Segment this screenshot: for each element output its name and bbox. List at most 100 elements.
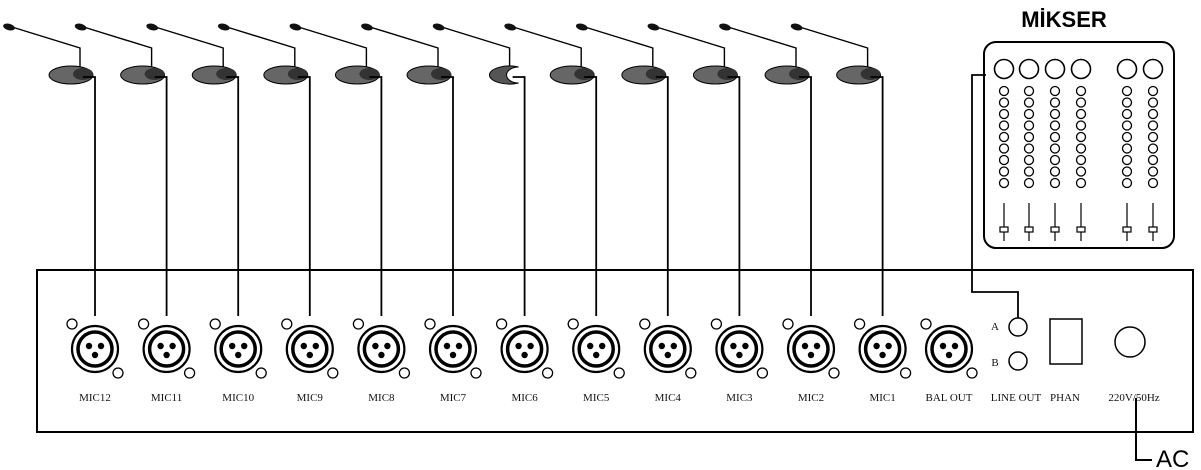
mixer-knob <box>998 143 1010 154</box>
mixer-knob <box>1049 85 1061 97</box>
mixer-input-jack <box>1142 58 1164 80</box>
mic-capsule <box>361 23 373 31</box>
xlr-pin <box>157 342 164 350</box>
xlr-pin <box>879 351 886 359</box>
xlr-pin <box>372 342 379 350</box>
xlr-screw <box>828 367 840 379</box>
mixer-knob <box>1075 131 1087 143</box>
xlr-screw <box>66 318 78 330</box>
xlr-connector <box>567 318 625 379</box>
xlr-screw <box>398 367 411 379</box>
xlr-screw <box>327 367 339 379</box>
bal-out-label: BAL OUT <box>926 392 973 404</box>
xlr-inner-ring <box>219 330 257 368</box>
xlr-pin <box>163 351 170 359</box>
mixer-knob <box>1075 97 1087 108</box>
xlr-connector <box>782 318 840 379</box>
mixer-knob <box>1049 177 1061 189</box>
mixer-input-jack <box>1070 58 1092 80</box>
mixer-knob <box>1147 85 1159 97</box>
xlr-connector-row <box>66 318 912 379</box>
xlr-connector <box>424 318 482 379</box>
mixer-input-jack <box>1116 58 1138 80</box>
xlr-connector <box>281 318 339 379</box>
mixer-knob <box>1049 166 1061 177</box>
mic-cable <box>297 76 311 316</box>
ac-label: AC <box>1156 446 1189 470</box>
mixer-knob <box>998 120 1010 131</box>
xlr-screw <box>567 318 579 330</box>
mixer-knob <box>1049 120 1061 131</box>
mixer-knob <box>1147 120 1159 131</box>
mixer-knob <box>1075 166 1087 177</box>
mic-label: MIC1 <box>869 392 895 404</box>
mixer-knob <box>1147 97 1159 108</box>
mic-cable <box>83 76 96 316</box>
mixer-fader-knob <box>1050 226 1060 233</box>
mixer-knob <box>1075 85 1087 97</box>
xlr-pin <box>384 342 391 350</box>
xlr-screw <box>209 318 221 330</box>
xlr-inner-ring <box>291 330 329 368</box>
xlr-pin <box>670 342 677 350</box>
mixer-knob <box>1147 154 1159 166</box>
microphone <box>432 23 519 85</box>
mic-cable <box>584 76 598 316</box>
xlr-pin <box>736 351 743 359</box>
line-out-a-jack <box>1008 317 1028 337</box>
xlr-pin <box>85 342 93 350</box>
mic-cable <box>655 76 669 316</box>
xlr-screw <box>613 367 625 379</box>
mixer-knob <box>1023 120 1035 131</box>
mic-capsule <box>504 23 517 31</box>
mic-gooseneck <box>512 26 582 67</box>
xlr-screw <box>112 367 124 379</box>
mixer-knob <box>998 166 1010 177</box>
xlr-pin <box>443 342 451 350</box>
mixer-fader-knob <box>1122 226 1132 233</box>
mic-cables <box>83 76 884 316</box>
xlr-screw <box>352 318 365 330</box>
xlr-pin <box>599 342 606 350</box>
xlr-pin <box>378 351 385 359</box>
mic-gooseneck <box>298 26 368 67</box>
mic-cable <box>369 76 383 316</box>
xlr-pin <box>873 342 880 350</box>
xlr-pin <box>241 342 248 350</box>
microphone <box>74 23 166 85</box>
xlr-pin <box>527 342 534 350</box>
mixer-knob <box>1121 85 1133 97</box>
mic-base-top <box>789 68 809 80</box>
xlr-screw <box>853 318 866 330</box>
mixer-knob <box>998 85 1010 97</box>
mic-cable <box>727 76 741 316</box>
mic-label: MIC7 <box>440 392 467 404</box>
xlr-inner-ring <box>792 330 830 368</box>
mixer-knob <box>1147 166 1159 177</box>
mic-gooseneck <box>11 26 81 67</box>
phan-label: PHAN <box>1050 392 1080 404</box>
mixer-knob <box>1023 131 1035 143</box>
mic-base-top <box>645 68 666 80</box>
xlr-screw <box>756 367 769 379</box>
mixer-knob <box>1075 108 1087 120</box>
mixer-knob <box>998 131 1010 143</box>
mixer-input-jack <box>1044 58 1066 80</box>
xlr-pin <box>742 342 749 350</box>
mixer-knob <box>1023 143 1035 154</box>
mic-base-top <box>144 68 165 80</box>
xlr-pin <box>521 351 528 359</box>
mixer-knob <box>1049 97 1061 108</box>
mixer-knob <box>1075 177 1087 189</box>
xlr-inner-ring <box>434 330 472 368</box>
xlr-screw <box>920 318 932 330</box>
xlr-inner-ring <box>76 330 114 368</box>
mic-gooseneck <box>441 26 511 67</box>
xlr-connector <box>137 318 196 379</box>
mic-base-top <box>574 68 595 80</box>
xlr-pin <box>658 342 665 350</box>
mixer-title: MİKSER <box>1021 7 1107 32</box>
mixer-channel-strips <box>993 58 1164 241</box>
xlr-pin <box>593 351 600 359</box>
